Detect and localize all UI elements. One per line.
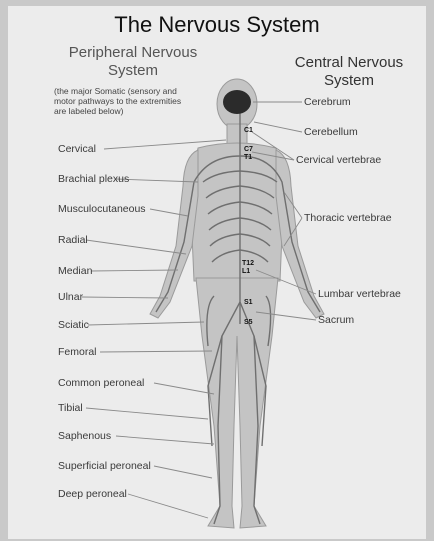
label-cervical-vertebrae: Cervical vertebrae	[296, 154, 381, 166]
label-femoral: Femoral	[58, 346, 97, 358]
label-cerebellum: Cerebellum	[304, 126, 358, 138]
diagram-sheet: The Nervous System Peripheral Nervous Sy…	[8, 6, 426, 539]
label-musculocutaneous: Musculocutaneous	[58, 203, 146, 215]
label-lumbar-vertebrae: Lumbar vertebrae	[318, 288, 401, 300]
label-cervical: Cervical	[58, 143, 96, 155]
body-silhouette	[150, 79, 324, 528]
label-common-peroneal: Common peroneal	[58, 377, 144, 389]
label-cerebrum: Cerebrum	[304, 96, 351, 108]
label-sciatic: Sciatic	[58, 319, 89, 331]
vertebra-marker-s1: S1	[244, 299, 253, 306]
label-deep-peroneal: Deep peroneal	[58, 488, 127, 500]
vertebra-marker-c7: C7	[244, 146, 253, 153]
vertebra-marker-t1: T1	[244, 154, 252, 161]
vertebra-marker-t12: T12	[242, 260, 254, 267]
label-tibial: Tibial	[58, 402, 83, 414]
label-brachial-plexus: Brachial plexus	[58, 173, 129, 185]
label-thoracic-vertebrae: Thoracic vertebrae	[304, 212, 392, 224]
brain-shape	[223, 90, 251, 114]
vertebra-marker-l1: L1	[242, 268, 250, 275]
vertebra-marker-s5: S5	[244, 319, 253, 326]
label-superficial-peroneal: Superficial peroneal	[58, 460, 151, 472]
vertebra-marker-c1: C1	[244, 127, 253, 134]
label-median: Median	[58, 265, 92, 277]
label-saphenous: Saphenous	[58, 430, 111, 442]
label-radial: Radial	[58, 234, 88, 246]
label-sacrum: Sacrum	[318, 314, 354, 326]
label-ulnar: Ulnar	[58, 291, 83, 303]
